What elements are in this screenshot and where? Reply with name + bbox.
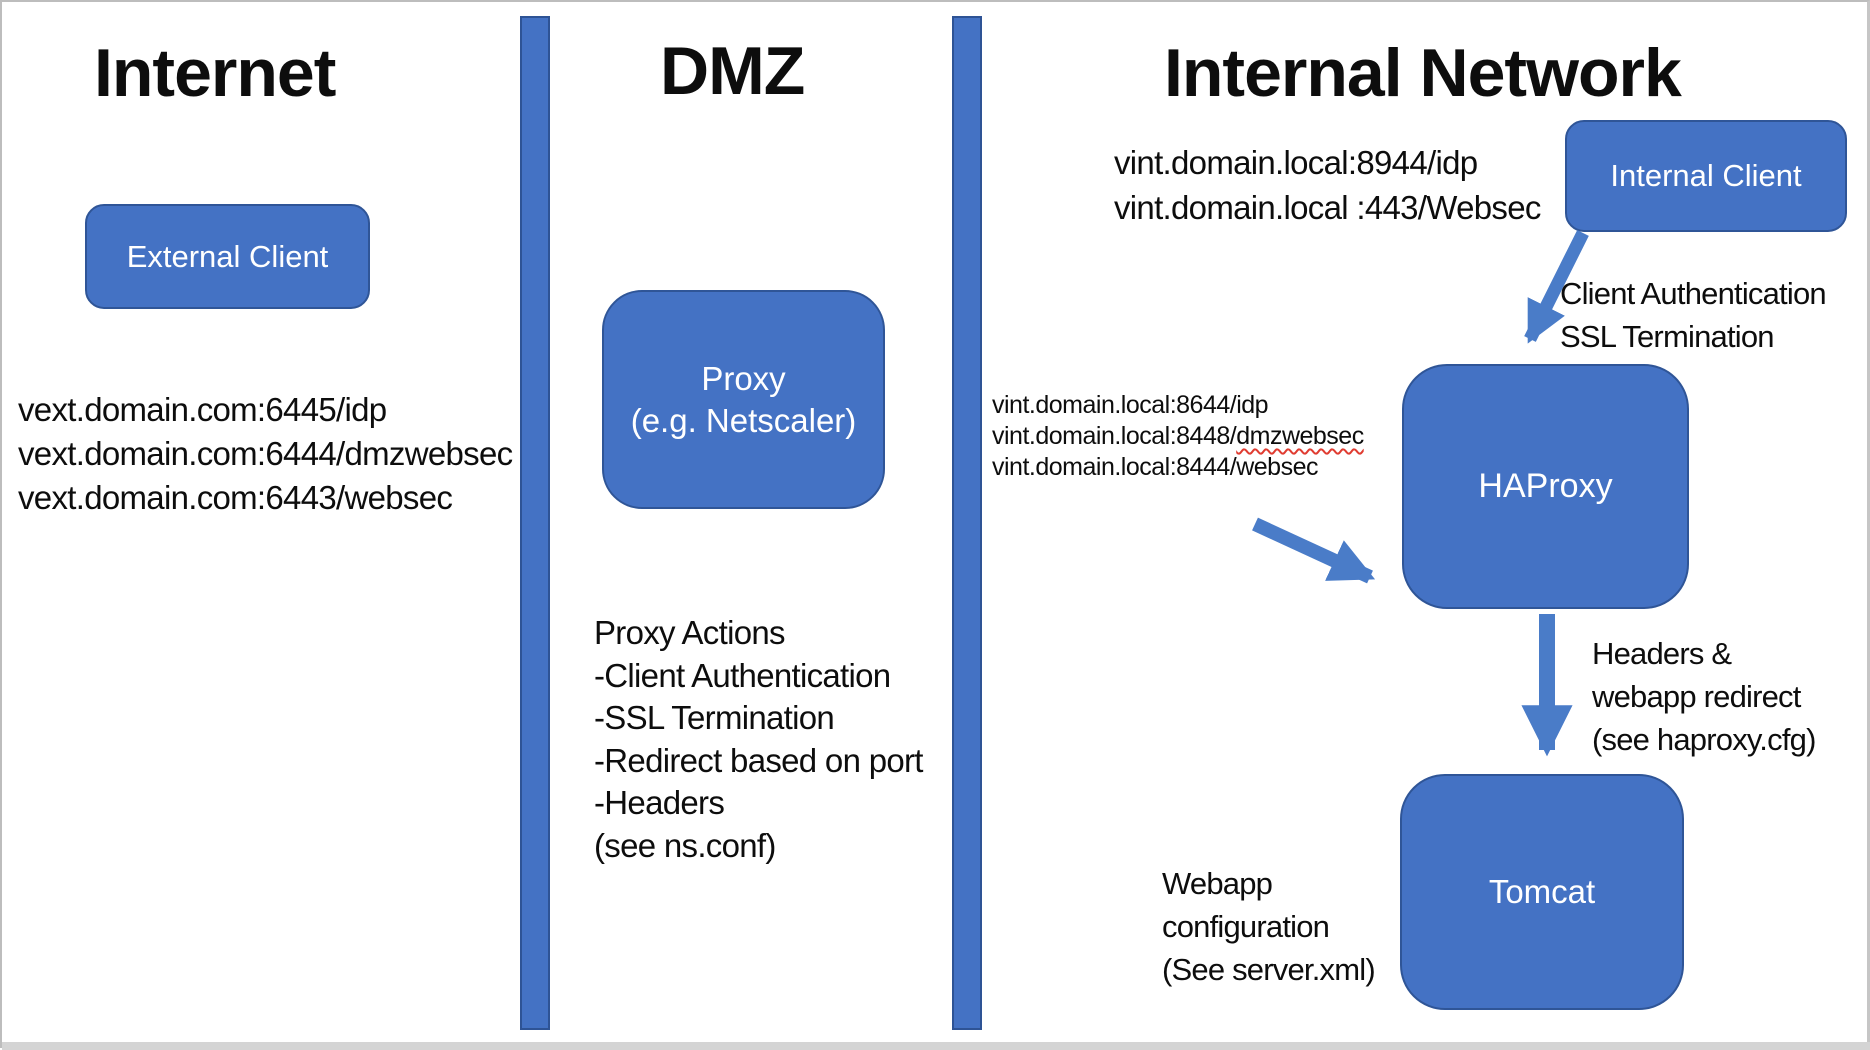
client-auth-ssl-text: Client Authentication SSL Termination: [1560, 272, 1827, 358]
proxy-actions-line: -Headers: [594, 784, 725, 822]
vext-endpoint-line: vext.domain.com:6443/websec: [18, 479, 453, 516]
webapp-config-line: Webapp: [1162, 866, 1273, 901]
proxy-actions-line: -SSL Termination: [594, 699, 835, 737]
proxy-actions-line: (see ns.conf): [594, 826, 776, 864]
node-tomcat: Tomcat: [1400, 774, 1684, 1010]
node-haproxy-label: HAProxy: [1478, 467, 1613, 505]
client-auth-line: SSL Termination: [1560, 319, 1775, 354]
client-auth-line: Client Authentication: [1560, 276, 1827, 311]
vint-haproxy-endpoint-line: vint.domain.local:8448/dmzwebsec: [992, 421, 1364, 452]
vext-endpoint-line: vext.domain.com:6444/dmzwebsec: [18, 435, 513, 472]
zone-title-internet: Internet: [94, 35, 336, 111]
vext-endpoints-text: vext.domain.com:6445/idp vext.domain.com…: [18, 388, 513, 520]
node-tomcat-label: Tomcat: [1488, 873, 1596, 910]
headers-redirect-line: (see haproxy.cfg): [1592, 722, 1816, 757]
vint-haproxy-endpoints-text: vint.domain.local:8644/idp vint.domain.l…: [992, 390, 1364, 483]
proxy-actions-line: -Client Authentication: [594, 656, 891, 694]
proxy-actions-line: Proxy Actions: [594, 614, 786, 651]
vint-client-endpoints-text: vint.domain.local:8944/idp vint.domain.l…: [1114, 140, 1541, 230]
proxy-actions-line: -Redirect based on port: [594, 741, 923, 779]
headers-redirect-line: webapp redirect: [1592, 679, 1801, 714]
arrow-endpoints-to-haproxy: [1252, 517, 1376, 584]
vint-haproxy-endpoint-line2-prefix: vint.domain.local:8448/: [992, 422, 1237, 450]
node-internal-client-label: Internal Client: [1610, 158, 1802, 193]
node-haproxy: HAProxy: [1402, 364, 1689, 609]
vint-client-endpoint-line: vint.domain.local :443/Websec: [1114, 189, 1541, 226]
node-external-client-label: External Client: [126, 238, 329, 274]
node-proxy-label-line1: Proxy: [701, 359, 786, 397]
webapp-config-line: (See server.xml): [1162, 952, 1376, 987]
vext-endpoint-line: vext.domain.com:6445/idp: [18, 391, 387, 428]
node-proxy: Proxy (e.g. Netscaler): [602, 290, 885, 509]
vint-haproxy-endpoint-line2-misspelled-word: dmzwebsec: [1236, 422, 1364, 450]
window-bottom-strip: [2, 1042, 1870, 1050]
zone-title-internal-network: Internal Network: [1164, 35, 1682, 111]
zone-title-dmz: DMZ: [660, 33, 805, 109]
node-proxy-label-line2: (e.g. Netscaler): [630, 401, 857, 439]
headers-redirect-text: Headers & webapp redirect (see haproxy.c…: [1592, 632, 1816, 761]
zone-divider-bar-right: [952, 16, 982, 1030]
vint-haproxy-endpoint-line: vint.domain.local:8644/idp: [992, 391, 1269, 419]
vint-haproxy-endpoint-line: vint.domain.local:8444/websec: [992, 453, 1318, 481]
node-internal-client: Internal Client: [1565, 120, 1847, 232]
webapp-config-line: configuration: [1162, 909, 1330, 944]
node-external-client: External Client: [85, 204, 370, 309]
proxy-actions-text: Proxy Actions -Client Authentication -SS…: [594, 612, 923, 868]
webapp-config-text: Webapp configuration (See server.xml): [1162, 862, 1376, 991]
vint-client-endpoint-line: vint.domain.local:8944/idp: [1114, 144, 1478, 181]
headers-redirect-line: Headers &: [1592, 636, 1732, 671]
zone-divider-bar-left: [520, 16, 550, 1030]
